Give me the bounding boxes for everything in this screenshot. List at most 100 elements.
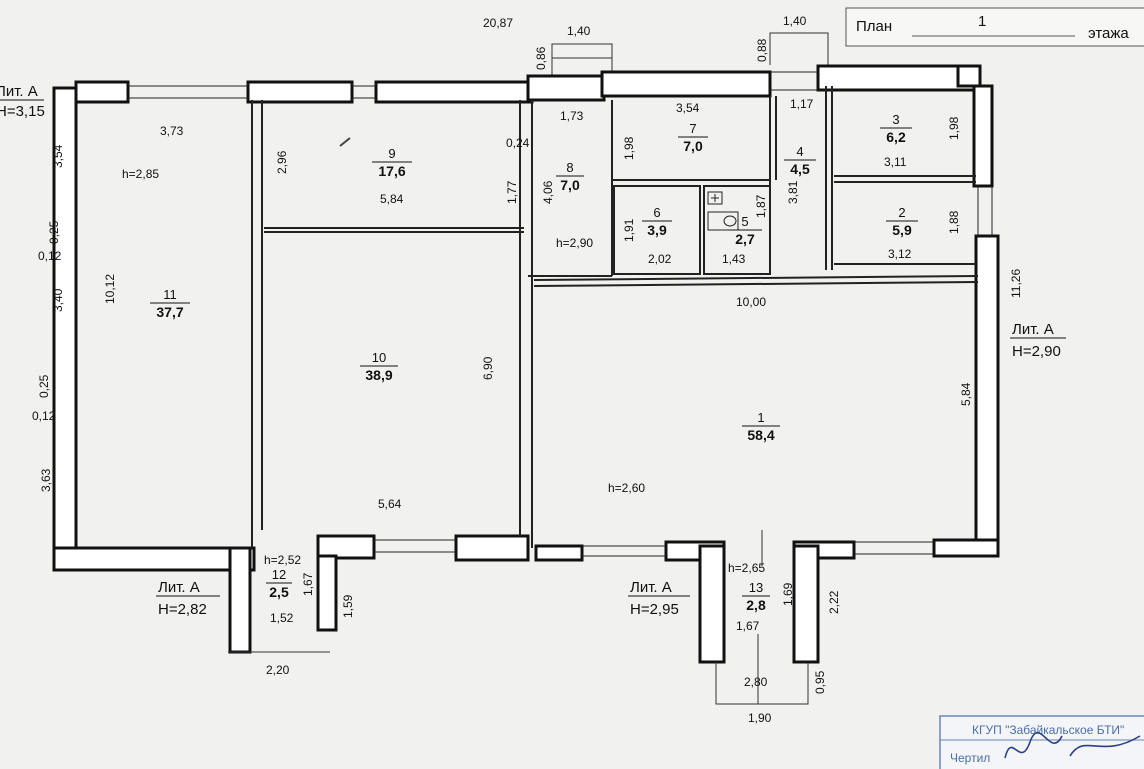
- plan-word: План: [856, 18, 892, 35]
- dimension-text: 3,81: [786, 180, 800, 204]
- dimension-text: 13: [749, 580, 763, 595]
- dimension-text: 6,90: [481, 356, 495, 380]
- liter-bottom-mid-h: H=2,95: [630, 601, 679, 618]
- dimension-text: 1,73: [560, 109, 584, 123]
- dimension-text: 3,54: [676, 101, 700, 115]
- dimension-text: 38,9: [365, 367, 392, 383]
- floor-word: этажа: [1088, 25, 1129, 42]
- dimension-text: 2,5: [269, 584, 289, 600]
- room-2-label: 25,9: [886, 205, 918, 238]
- room-1-label: 158,4: [742, 410, 780, 443]
- dimension-text: 0,25: [37, 374, 51, 398]
- dimension-text: 6: [653, 205, 660, 220]
- windows-right: [977, 186, 993, 236]
- dim-wall-086: 0,86: [534, 46, 548, 70]
- dimension-text: 2,7: [735, 231, 755, 247]
- dimension-text: 1,91: [622, 218, 636, 242]
- dimension-labels: 3,73 h=2,85 3,54 0,24 1,73 1,17 2,96 5,8…: [32, 97, 1023, 725]
- signature: [1004, 731, 1141, 759]
- dimension-text: 58,4: [747, 427, 774, 443]
- dimension-text: 1,69: [781, 582, 795, 606]
- dimension-text: h=2,60: [608, 481, 645, 495]
- dimension-text: 5,9: [892, 222, 912, 238]
- dimension-text: 3: [892, 112, 899, 127]
- room-10-label: 10 38,9: [360, 350, 398, 383]
- dimension-text: 2,8: [746, 597, 766, 613]
- dim-window-right: 1,40: [783, 14, 807, 28]
- room-13-label: 132,8: [742, 580, 770, 613]
- dimension-text: 1,59: [341, 594, 355, 618]
- dimension-text: 2,96: [275, 150, 289, 174]
- dimension-text: 11: [163, 287, 177, 302]
- dimension-text: 0,12: [32, 409, 56, 423]
- bti-stamp: КГУП "Забайкальское БТИ" Чертил: [939, 715, 1144, 769]
- liter-labels: Лит. А H=3,15 Лит. А H=2,90 Лит. А H=2,8…: [0, 83, 1066, 618]
- dimension-text: 5: [741, 214, 748, 229]
- room-12-label: 122,5: [266, 567, 292, 600]
- dimension-text: 3,40: [51, 288, 65, 312]
- dimension-text: 1,98: [622, 136, 636, 160]
- liter-top-left-a: Лит. А: [0, 83, 38, 100]
- pencil-mark: [339, 137, 351, 147]
- floor-number: 1: [978, 13, 986, 30]
- dimension-text: 10: [372, 350, 386, 365]
- room-5-label: 52,7: [728, 214, 762, 247]
- dimension-text: 3,9: [647, 222, 667, 238]
- dimension-text: 2,20: [266, 663, 290, 677]
- dimension-text: 1,98: [947, 116, 961, 140]
- dim-wall-088: 0,88: [755, 38, 769, 62]
- dimension-text: 0,25: [47, 220, 61, 244]
- dimension-text: 10,12: [103, 274, 117, 304]
- dimension-text: 3,12: [888, 247, 912, 261]
- dimension-text: 12: [272, 567, 286, 582]
- dimension-text: 1,87: [754, 194, 768, 218]
- dimension-text: 4,5: [790, 161, 810, 177]
- dimension-text: 2,22: [827, 590, 841, 614]
- window-projection-right: [769, 32, 829, 65]
- dim-overall-length: 20,87: [483, 16, 513, 30]
- dimension-text: 2,80: [744, 675, 768, 689]
- dimension-text: 11,26: [1009, 269, 1023, 298]
- dimension-text: h=2,65: [728, 561, 765, 575]
- dimension-text: 17,6: [378, 163, 405, 179]
- dimension-text: 2: [898, 205, 905, 220]
- room-labels: 158,4 25,9 36,2 44,5 52,7 63,9 77,0 87,0…: [150, 112, 918, 613]
- windows-top: [128, 71, 818, 99]
- dimension-text: 9: [388, 146, 395, 161]
- room-7-label: 77,0: [678, 121, 708, 154]
- stamp-drawn-label: Чертил: [950, 751, 990, 765]
- dimension-text: 3,11: [884, 155, 907, 169]
- dimension-text: 1: [757, 410, 764, 425]
- toilet-icon: [707, 191, 739, 231]
- dimension-text: 4: [796, 144, 803, 159]
- dimension-text: h=2,90: [556, 236, 593, 250]
- liter-bottom-left-a: Лит. А: [158, 579, 200, 596]
- dimension-text: 1,67: [301, 572, 315, 596]
- liter-bottom-left-h: H=2,82: [158, 601, 207, 618]
- dimension-text: 0,12: [38, 249, 62, 263]
- dimension-text: 10,00: [736, 295, 766, 309]
- liter-right-a: Лит. А: [1012, 321, 1054, 338]
- dimension-text: 4,06: [541, 180, 555, 204]
- dimension-text: 0,24: [506, 136, 530, 150]
- dimension-text: h=2,85: [122, 167, 159, 181]
- dimension-text: 1,17: [790, 97, 814, 111]
- stamp-org: КГУП "Забайкальское БТИ": [972, 723, 1124, 737]
- windows-bottom: [374, 539, 934, 557]
- dimension-text: 1,52: [270, 611, 294, 625]
- dimension-text: 0,95: [813, 670, 827, 694]
- room-4-label: 44,5: [784, 144, 816, 177]
- interior-partitions: [251, 86, 979, 548]
- liter-top-left-h: H=3,15: [0, 103, 45, 120]
- dimension-text: 7,0: [560, 177, 580, 193]
- header-box: План 1 этажа: [845, 7, 1144, 47]
- dimension-text: 1,67: [736, 619, 760, 633]
- room-9-label: 917,6: [372, 146, 412, 179]
- dimension-text: 6,2: [886, 129, 906, 145]
- dimension-text: 5,64: [378, 497, 402, 511]
- dimension-text: 1,77: [505, 180, 519, 204]
- room-6-label: 63,9: [642, 205, 672, 238]
- dimension-text: 2,02: [648, 252, 672, 266]
